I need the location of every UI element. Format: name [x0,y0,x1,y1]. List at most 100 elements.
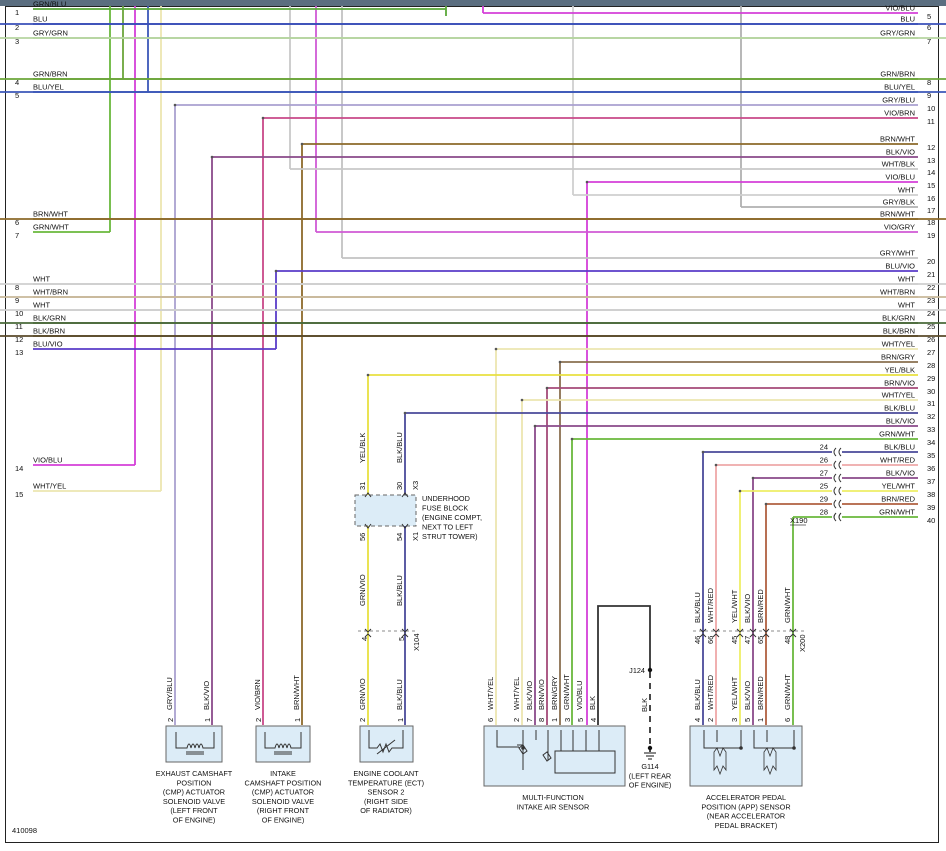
app-sensor-wire-label: YEL/WHT [730,676,739,710]
right-wire-number: 39 [927,503,935,512]
left-wire-number: 6 [15,218,19,227]
right-wire-number: 13 [927,156,935,165]
fuse-block-pin: 31 [358,482,367,490]
connector-pin: 24 [820,443,828,452]
exhaust-cmp-pin: 2 [166,718,175,722]
intake-cmp-pin: 1 [293,718,302,722]
wire-junction [751,476,755,480]
right-wire-label: BLU [900,15,915,24]
mf-intake-air-sensor-wire-label: BLK [588,696,597,710]
connector-id-x190: X190 [790,516,808,525]
right-wire-number: 24 [927,309,935,318]
splice-label: J124 [629,666,645,675]
connector-arc [833,486,837,496]
app-inline-wire-label: YEL/WHT [730,589,739,623]
inline-terminal [762,633,770,638]
right-wire-number: 27 [927,348,935,357]
connector-pin: 28 [820,508,828,517]
right-wire-label: GRY/BLU [882,96,915,105]
left-wire-number: 15 [15,490,23,499]
app-sensor-caption: POSITION (APP) SENSOR [701,802,790,811]
app-sensor-caption: ACCELERATOR PEDAL [706,793,786,802]
inline-terminal [736,633,744,638]
mf-intake-air-sensor-pin: 8 [537,718,546,722]
wire-layer [0,6,946,752]
right-wire-number: 5 [927,12,931,21]
wire-junction [570,437,574,441]
mf-intake-air-sensor-caption: MULTI-FUNCTION [522,793,583,802]
app-sensor-box [689,725,803,787]
left-wire-label: GRN/BLU [33,0,66,9]
connector-id: X3 [411,481,420,490]
mf-intake-air-sensor-wire-label: BRN/GRY [550,676,559,710]
left-wire-label: WHT/YEL [33,482,66,491]
app-inline-wire-label: BLK/VIO [743,594,752,623]
right-wire-number: 23 [927,296,935,305]
mf-intake-air-sensor-pin: 3 [563,718,572,722]
inline-terminal [364,633,372,638]
title-bar [0,0,946,6]
intake-cmp-wire-label: VIO/BRN [253,679,262,710]
ground-wire [597,605,651,725]
right-wire-number: 26 [927,335,935,344]
left-wire-number: 5 [15,91,19,100]
mf-intake-air-sensor-pin: 7 [525,718,534,722]
app-node [739,746,743,750]
right-wire-number: 18 [927,218,935,227]
connector-id: X200 [798,634,807,652]
left-wire-number: 1 [15,8,19,17]
wire-junction [558,360,562,364]
app-sensor-pin: 5 [743,718,752,722]
app-pot-1 [713,747,727,776]
right-wire-number: 17 [927,206,935,215]
inline-terminal [364,628,372,633]
wire-junction [520,398,524,402]
mf-intake-air-sensor-pin: 5 [576,718,585,722]
right-wire-label: WHT/BRN [880,288,915,297]
ect-sensor-caption: SENSOR 2 [368,788,405,797]
fuse-block-label: UNDERHOOD [422,494,470,503]
fuse-terminal [364,523,372,529]
fuse-terminal [364,492,372,498]
inline-terminal [401,633,409,638]
ect-sensor-pin: 2 [358,718,367,722]
app-sensor-caption: (NEAR ACCELERATOR [707,812,785,821]
wire-junction [403,411,407,415]
right-wire-label: YEL/BLK [885,366,915,375]
right-wire-number: 40 [927,516,935,525]
mf-intake-air-sensor-pin: 4 [589,718,598,722]
exhaust-cmp-box [165,725,223,763]
connector-arc [833,473,837,483]
intake-cmp-box [255,725,311,763]
app-inline-pin: 47 [743,636,752,644]
right-wire-label: BLK/VIO [886,469,915,478]
app-inline-pin: 46 [693,636,702,644]
wire-junction [261,116,265,120]
fuse-block-label: STRUT TOWER) [422,532,478,541]
wire-junction [714,463,718,467]
right-wire-label: GRN/BRN [880,70,915,79]
app-inline-pin: 66 [706,636,715,644]
right-wire-number: 31 [927,399,935,408]
wire-junction [585,180,589,184]
right-wire-label: WHT/RED [880,456,916,465]
right-wire-label: WHT/YEL [882,340,915,349]
right-wire-number: 12 [927,143,935,152]
right-wire-label: BLK/BRN [883,327,915,336]
exhaust-cmp-wire-label: BLK/VIO [202,681,211,710]
solenoid-coil-symbol [264,732,302,749]
diagram-frame [5,6,939,843]
ground-caption: OF ENGINE) [629,781,672,790]
right-wire-label: WHT/BLK [882,160,915,169]
thermistor-arrow [376,739,396,755]
right-wire-number: 20 [927,257,935,266]
inline-terminal [699,633,707,638]
exhaust-cmp-caption: SOLENOID VALVE [163,797,225,806]
fuse-terminal [401,492,409,498]
inline-terminal [762,628,770,633]
left-wire-label: BLU/VIO [33,340,63,349]
fuse-block-box [354,494,417,527]
left-wire-number: 4 [15,78,19,87]
ground-wire-label: BLK [640,698,649,712]
